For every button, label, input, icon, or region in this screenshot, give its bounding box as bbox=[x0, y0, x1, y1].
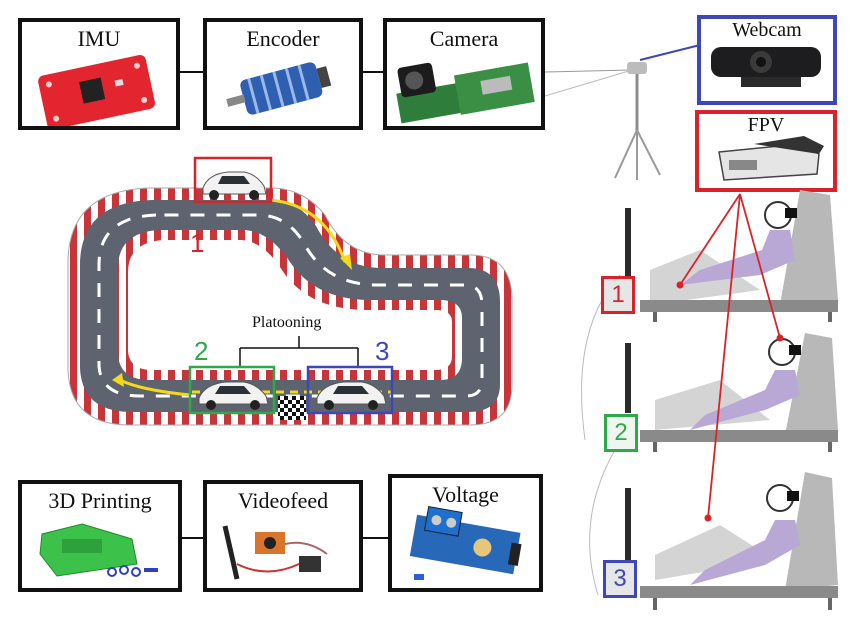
sim-rig-1 bbox=[625, 190, 838, 322]
encoder-box: Encoder bbox=[203, 18, 363, 130]
printing-label: 3D Printing bbox=[48, 488, 152, 513]
sim-rig-2 bbox=[625, 333, 838, 452]
car-number-3: 3 bbox=[375, 336, 390, 366]
voltage-label: Voltage bbox=[432, 482, 499, 507]
motor-encoder-icon bbox=[226, 62, 332, 115]
printing-box: 3D Printing bbox=[18, 480, 182, 592]
track-centerline bbox=[97, 213, 484, 398]
webcam-icon bbox=[711, 47, 821, 87]
videofeed-box: Videofeed bbox=[203, 480, 363, 592]
fpv-goggles-icon bbox=[718, 136, 824, 181]
driver-number-3: 3 bbox=[603, 560, 637, 598]
direction-arrow-bottom bbox=[119, 378, 191, 397]
fpv-links bbox=[679, 193, 781, 519]
car-3 bbox=[306, 365, 394, 415]
car-2 bbox=[188, 365, 276, 415]
fov-line-1 bbox=[544, 69, 633, 73]
imu-label: IMU bbox=[77, 26, 121, 51]
direction-arrow-top bbox=[269, 198, 347, 263]
video-transmitter-icon bbox=[222, 525, 328, 580]
driver-number-2: 2 bbox=[604, 414, 638, 452]
fpv-label: FPV bbox=[747, 114, 785, 136]
voltage-sensor-icon bbox=[409, 506, 522, 580]
driver-number-1: 1 bbox=[601, 276, 635, 314]
videofeed-label: Videofeed bbox=[237, 488, 329, 513]
webcam-box: Webcam bbox=[697, 15, 837, 105]
tripod-icon bbox=[614, 62, 661, 180]
car-number-2: 2 bbox=[194, 336, 209, 366]
fov-line-2 bbox=[544, 69, 633, 97]
car-1 bbox=[193, 156, 273, 204]
camera-label: Camera bbox=[429, 26, 499, 51]
fpv-box: FPV bbox=[695, 110, 837, 192]
start-finish-line bbox=[278, 396, 306, 420]
printed-chassis-icon bbox=[39, 523, 158, 577]
encoder-label: Encoder bbox=[246, 26, 320, 51]
imu-box: IMU bbox=[18, 18, 180, 130]
webcam-label: Webcam bbox=[732, 19, 802, 41]
sim-rig-3 bbox=[625, 472, 838, 610]
platooning-label: Platooning bbox=[252, 314, 322, 331]
imu-board-icon bbox=[38, 54, 155, 126]
camera-box: Camera bbox=[383, 18, 545, 130]
webcam-link bbox=[639, 44, 701, 61]
camera-module-icon bbox=[396, 62, 535, 124]
voltage-box: Voltage bbox=[388, 474, 543, 592]
car-number-1: 1 bbox=[190, 228, 205, 258]
